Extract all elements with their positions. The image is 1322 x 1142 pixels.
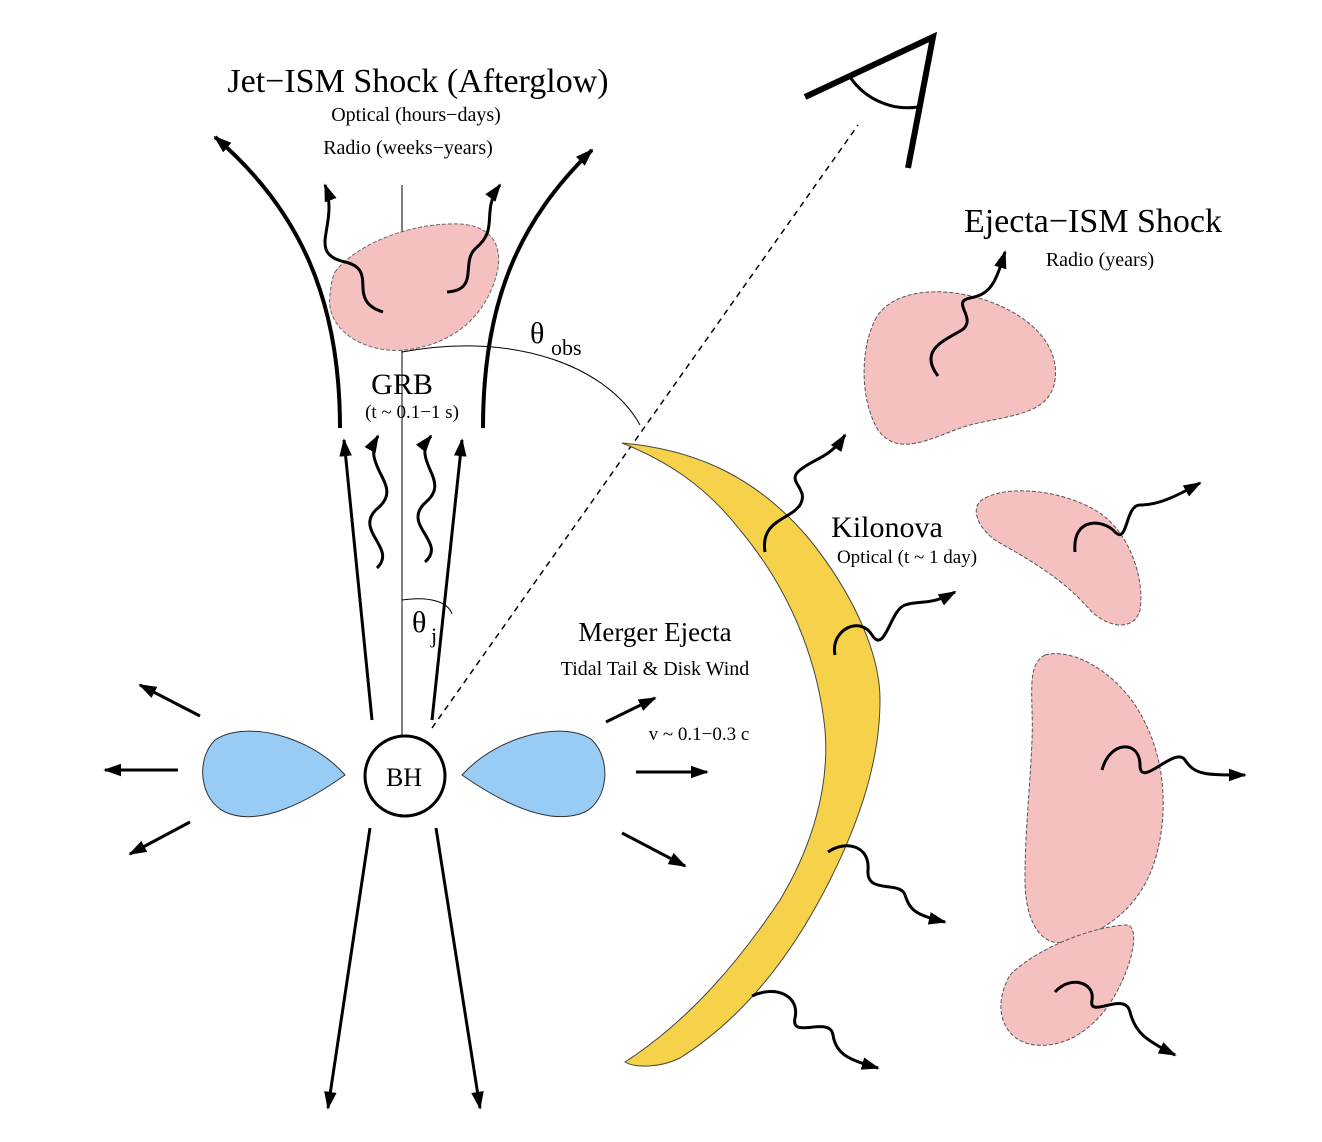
grb-label: GRB (371, 368, 433, 401)
ejecta-shock-blob-3 (1024, 653, 1164, 944)
kilonova-photon-4 (751, 990, 880, 1070)
merger-ejecta-title: Merger Ejecta (578, 617, 731, 647)
afterglow-photon-left (323, 183, 384, 314)
wind-arrow-left-down (128, 820, 191, 856)
svg-text:j: j (430, 623, 437, 648)
merger-ejecta-subtitle: Tidal Tail & Disk Wind (561, 658, 750, 680)
theta-obs-label: θ obs (530, 317, 582, 360)
svg-text:obs: obs (551, 335, 582, 360)
ejecta-ism-radio-label: Radio (years) (1046, 249, 1154, 271)
afterglow-title: Jet−ISM Shock (Afterglow) (227, 63, 608, 100)
jet-arrow-right (481, 148, 594, 429)
ejecta-photon-1 (929, 250, 1007, 377)
kilonova-title: Kilonova (831, 511, 943, 544)
kilonova-optical-label: Optical (t ~ 1 day) (837, 547, 977, 568)
observer-eye-icon (803, 31, 938, 169)
grb-photon-right (415, 434, 437, 564)
disk-wind-lobe-right (461, 730, 606, 818)
ejecta-shock-blob-2 (975, 490, 1142, 626)
theta-obs-arc (401, 345, 641, 426)
kilonova-photon-1 (763, 433, 847, 553)
disk-wind-lobe-left (202, 730, 346, 818)
grb-photon-left (364, 434, 389, 570)
counterjet-arrow-right (434, 827, 484, 1110)
kilonova-photon-3 (827, 844, 947, 925)
ejecta-photon-4 (1053, 980, 1177, 1057)
grb-time-label: (t ~ 0.1−1 s) (365, 402, 459, 423)
ejecta-ism-title: Ejecta−ISM Shock (964, 203, 1222, 240)
ejecta-photon-2 (1073, 481, 1202, 553)
jet-arrow-left (213, 135, 342, 429)
afterglow-optical-label: Optical (hours−days) (331, 104, 501, 126)
ejecta-photon-3 (1100, 745, 1247, 782)
wind-arrow-right-up (605, 696, 657, 724)
grb-arrow-right (430, 438, 467, 721)
merger-ejecta-velocity: v ~ 0.1−0.3 c (649, 724, 750, 745)
afterglow-shock-blob (329, 223, 500, 351)
wind-arrow-right-down (621, 831, 687, 868)
svg-text:θ: θ (530, 317, 544, 350)
wind-arrow-left-up (138, 683, 201, 718)
theta-j-label: θ j (412, 606, 437, 648)
black-hole (363, 734, 447, 818)
afterglow-radio-label: Radio (weeks−years) (323, 137, 493, 159)
line-of-sight (431, 124, 859, 729)
grb-arrow-left (339, 438, 374, 721)
svg-text:θ: θ (412, 606, 426, 639)
afterglow-photon-right (446, 183, 502, 294)
kilonova-photon-2 (833, 590, 957, 656)
black-hole-label: BH (386, 763, 422, 792)
theta-j-arc (401, 598, 453, 615)
counterjet-arrow-left (324, 827, 372, 1110)
ejecta-shock-blob-1 (863, 291, 1057, 445)
kilonova-ejecta-crescent (621, 442, 881, 1067)
